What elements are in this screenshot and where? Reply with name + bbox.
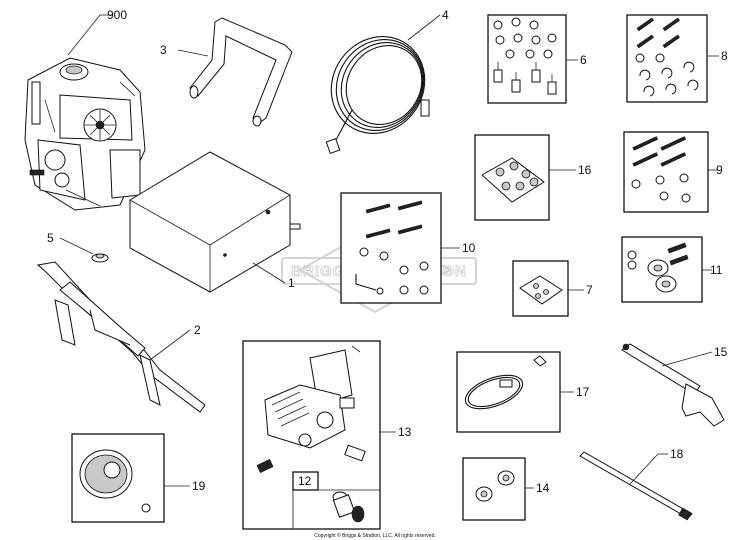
callout-4: 4 bbox=[442, 8, 449, 22]
callout-9: 9 bbox=[716, 163, 723, 177]
wand-illustration: 18 bbox=[579, 447, 693, 521]
callout-11: 11 bbox=[710, 263, 723, 277]
spray-gun-illustration: 15 bbox=[621, 343, 728, 427]
handle-illustration: 3 bbox=[160, 17, 293, 127]
feet-kit-box: 16 bbox=[474, 134, 592, 221]
callout-12: 12 bbox=[298, 474, 312, 488]
wheel-box: 19 bbox=[71, 433, 206, 523]
callout-900: 900 bbox=[107, 8, 127, 22]
callout-18: 18 bbox=[670, 447, 684, 461]
copyright-text: Copyright © Briggs & Stratton, LLC. All … bbox=[314, 532, 436, 539]
callout-14: 14 bbox=[536, 481, 550, 495]
callout-19: 19 bbox=[192, 479, 206, 493]
base-frame-illustration: 2 bbox=[36, 261, 206, 413]
wheel-bearings-kit-box: 11 bbox=[621, 236, 723, 303]
callout-6: 6 bbox=[580, 53, 587, 67]
callout-10: 10 bbox=[462, 241, 476, 255]
o-ring-kit-box: 17 bbox=[456, 351, 590, 433]
callout-2: 2 bbox=[194, 323, 201, 337]
bolt-kit-10-box: 10 bbox=[340, 192, 476, 304]
callout-17: 17 bbox=[576, 385, 590, 399]
callout-3: 3 bbox=[160, 43, 167, 57]
callout-1: 1 bbox=[288, 276, 295, 290]
adapter-label-box bbox=[292, 471, 319, 491]
callout-15: 15 bbox=[714, 345, 728, 359]
caps-kit-box: 14 bbox=[462, 457, 550, 521]
callout-16: 16 bbox=[578, 163, 592, 177]
engine-mounts-kit-box: 6 bbox=[487, 14, 587, 104]
bolt-kit-9-box: 9 bbox=[623, 131, 723, 213]
pump-box: 13 12 bbox=[242, 340, 412, 530]
engine-illustration: 900 bbox=[24, 8, 146, 211]
pump-frame-box-illustration: 1 bbox=[129, 151, 301, 293]
callout-7: 7 bbox=[586, 283, 593, 297]
bolt-kit-8-box: 8 bbox=[626, 14, 728, 103]
spacer-kit-box: 7 bbox=[512, 260, 593, 317]
plug-illustration: 5 bbox=[47, 231, 109, 263]
hose-illustration: 4 bbox=[325, 8, 449, 154]
callout-8: 8 bbox=[721, 49, 728, 63]
callout-13: 13 bbox=[398, 425, 412, 439]
callout-5: 5 bbox=[47, 231, 54, 245]
